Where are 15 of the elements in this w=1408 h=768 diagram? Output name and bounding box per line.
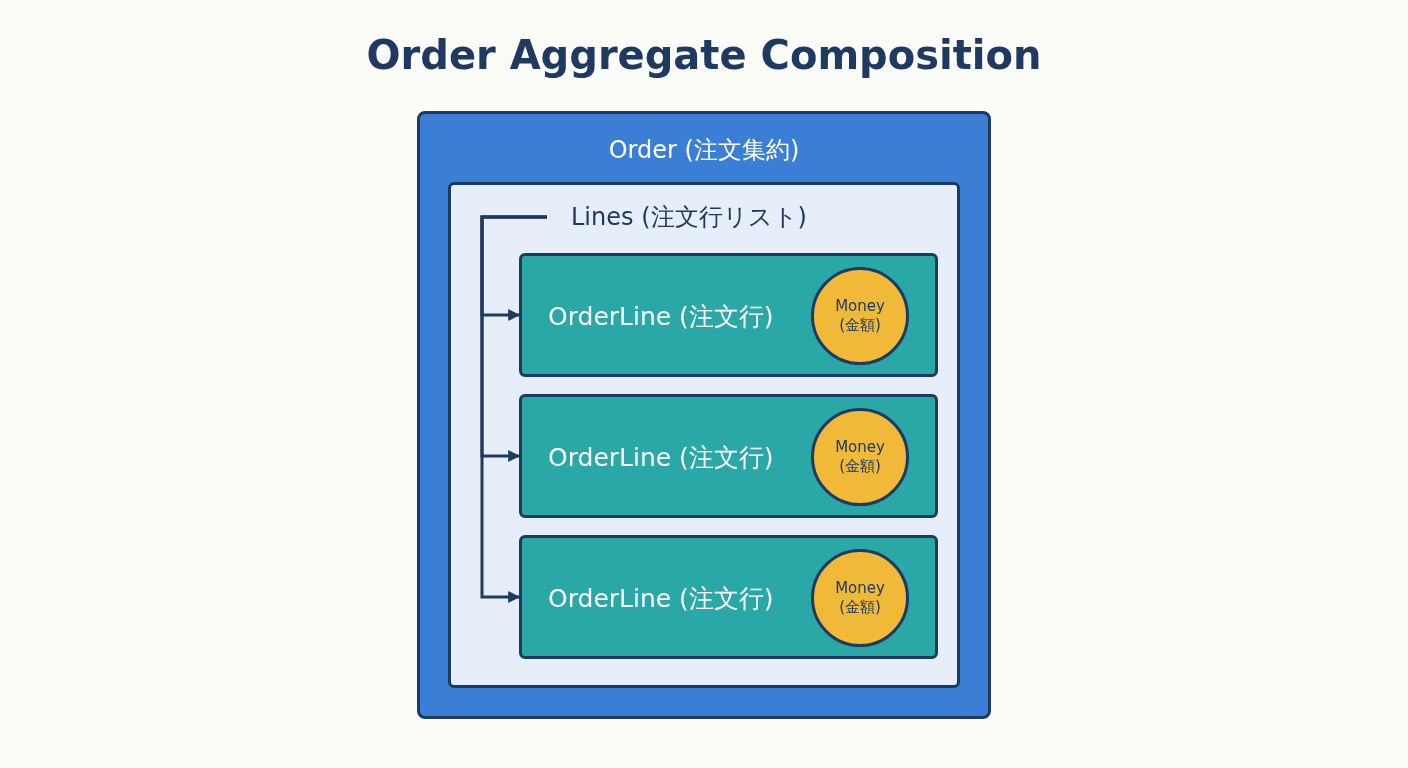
list-box xyxy=(448,182,960,688)
connector-arrow xyxy=(480,215,547,603)
node-label: Order (注文集約) xyxy=(607,135,801,166)
node-label: OrderLine (注文行) xyxy=(548,442,774,474)
aggregate-box xyxy=(417,111,991,719)
coin-circle: Money (金額) xyxy=(811,549,909,647)
entity-box xyxy=(519,535,938,659)
entity-box xyxy=(519,394,938,518)
diagram-title: Order Aggregate Composition xyxy=(365,32,1043,78)
node-label: OrderLine (注文行) xyxy=(548,583,774,615)
node-label: OrderLine (注文行) xyxy=(548,301,774,333)
node-label: Lines (注文行リスト) xyxy=(571,202,807,233)
coin-circle: Money (金額) xyxy=(811,408,909,506)
coin-circle: Money (金額) xyxy=(811,267,909,365)
entity-box xyxy=(519,253,938,377)
